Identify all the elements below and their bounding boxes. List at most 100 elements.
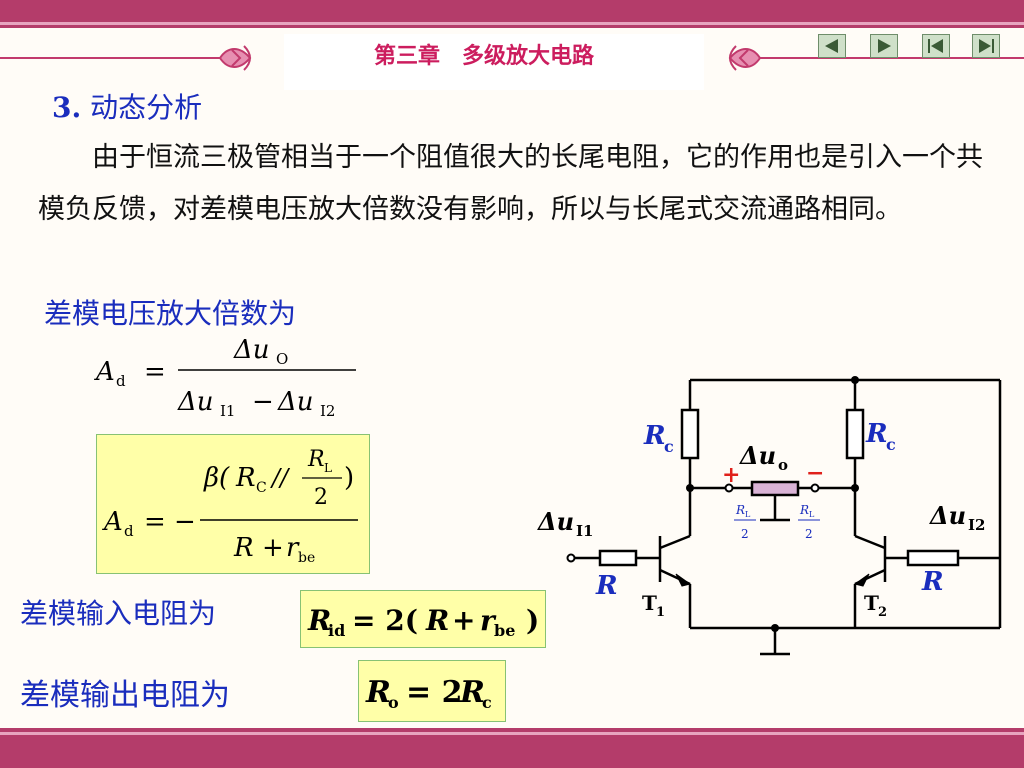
ui2-sub: I2 [968,516,985,534]
f1-den-b: Δu [277,387,314,417]
rc-right-label: R [865,419,888,449]
t2-label: T [864,591,879,615]
input-resistance-formula: R id = 2( R + r be ) [307,604,539,640]
t1-emitter-arrow-icon [675,573,692,587]
f3-rhs-rbe-sub: be [494,621,515,640]
last-slide-button[interactable] [972,34,1000,58]
rl-left-den: 2 [741,527,749,541]
r-left-resistor [598,549,638,567]
left-ornament-icon [0,45,252,71]
f2-num-rc: R [235,463,256,493]
f1-den-a-sub: I1 [220,402,235,420]
prev-icon [825,39,838,53]
header-title-box [284,34,704,90]
t2-sub: 2 [878,605,887,620]
diff-gain-label: 差模电压放大倍数为 [44,297,297,330]
t2-emitter-arrow-icon [853,573,870,587]
t1-label: T [642,591,657,615]
f3-rhs-close: ) [526,604,539,637]
f2-num-close: ) [344,463,354,493]
f3-lhs-sub: id [328,621,345,640]
circuit-nodes [686,376,859,632]
f3-rhs-a: = 2( [352,604,418,637]
rl-resistor [750,480,800,497]
f2-frac-num: R [307,447,325,472]
rc-left-sub: c [664,437,674,456]
f2-num-par: // [270,464,291,492]
uo-label: Δu [739,441,776,470]
section-title: 动态分析 [90,91,203,124]
f1-lhs: A [94,357,115,387]
ui1-label: Δu [537,507,574,536]
f4-rhs-r: R [459,675,485,710]
rc-left-resistor [680,408,700,460]
output-terminals [566,483,820,563]
rl-right-sub: L [809,510,815,519]
f2-den-rbe: r [286,533,300,563]
f2-eq: = − [144,507,196,537]
f2-frac-den: 2 [314,485,328,510]
input-resistance-box [300,590,546,648]
f3-rhs-plus: + [452,604,475,637]
uo-minus-sign: − [806,460,824,486]
rc-right-sub: c [886,435,896,454]
f3-rhs-r: R [425,604,449,637]
f3-rhs-rbe: r [480,604,497,637]
ui1-sub: I1 [576,522,593,540]
f2-den-r: R [233,533,254,563]
chapter-title: 第三章 多级放大电路 [373,44,594,69]
f2-den-plus: + [262,533,284,563]
last-icon [979,39,994,53]
r-left-label: R [595,571,618,601]
f3-lhs: R [307,604,331,637]
f1-eq: = [144,357,166,387]
f1-den-b-sub: I2 [320,402,335,420]
uo-plus-sign: + [722,462,740,488]
right-ornament-icon [728,45,1024,71]
first-icon [928,39,943,53]
f1-lhs-sub: d [116,372,126,390]
f2-den-rbe-sub: be [298,550,315,566]
f1-den-a: Δu [177,387,214,417]
section-number: 3. [52,91,82,124]
rl-right-den: 2 [805,527,813,541]
first-slide-button[interactable] [922,34,950,58]
output-resistance-formula: R o = 2 R c [365,675,492,712]
rl-left-sub: L [745,510,751,519]
top-band [0,0,1024,28]
circuit-wires [574,378,1002,656]
gain-result-formula: A d = − β( R C // R L 2 ) R + r be [102,447,358,566]
section-heading: 3. 动态分析 [52,86,202,126]
body-paragraph: 由于恒流三极管相当于一个阻值很大的长尾电阻，它的作用也是引入一个共模负反馈，对差… [38,142,983,225]
f4-rhs-sub: c [482,693,492,712]
f2-lhs-sub: d [124,522,134,540]
f2-num-rc-sub: C [256,480,267,496]
rc-left-label: R [643,421,666,451]
rc-right-resistor [845,408,865,460]
gain-definition-formula: A d = Δu O Δu I1 − Δu I2 [94,335,356,420]
f1-num-sub: O [276,350,288,368]
r-right-resistor [906,549,960,567]
r-right-label: R [921,567,944,597]
diff-input-resistance-label: 差模输入电阻为 [20,597,217,630]
uo-sub: o [778,456,788,474]
t1-sub: 1 [656,605,665,620]
rl-right-label: R [799,503,809,517]
next-slide-button[interactable] [870,34,898,58]
f2-lhs: A [102,507,123,537]
next-icon [878,39,891,53]
diff-output-resistance-label: 差模输出电阻为 [20,678,230,713]
f2-frac-num-sub: L [324,461,332,475]
f4-rhs-a: = 2 [406,675,462,710]
output-resistance-box [358,660,506,722]
gain-result-box [96,434,370,574]
differential-amplifier-circuit: R c R c Δu o + − R L 2 R L 2 Δu I1 Δu I2… [537,376,1002,656]
prev-slide-button[interactable] [818,34,846,58]
f1-num: Δu [233,335,270,365]
f4-lhs: R [365,675,391,710]
bottom-band [0,728,1024,768]
f2-num-beta: β( [203,463,230,493]
f1-minus: − [252,387,274,417]
header-ornaments [0,45,1024,71]
f4-lhs-sub: o [388,693,399,712]
